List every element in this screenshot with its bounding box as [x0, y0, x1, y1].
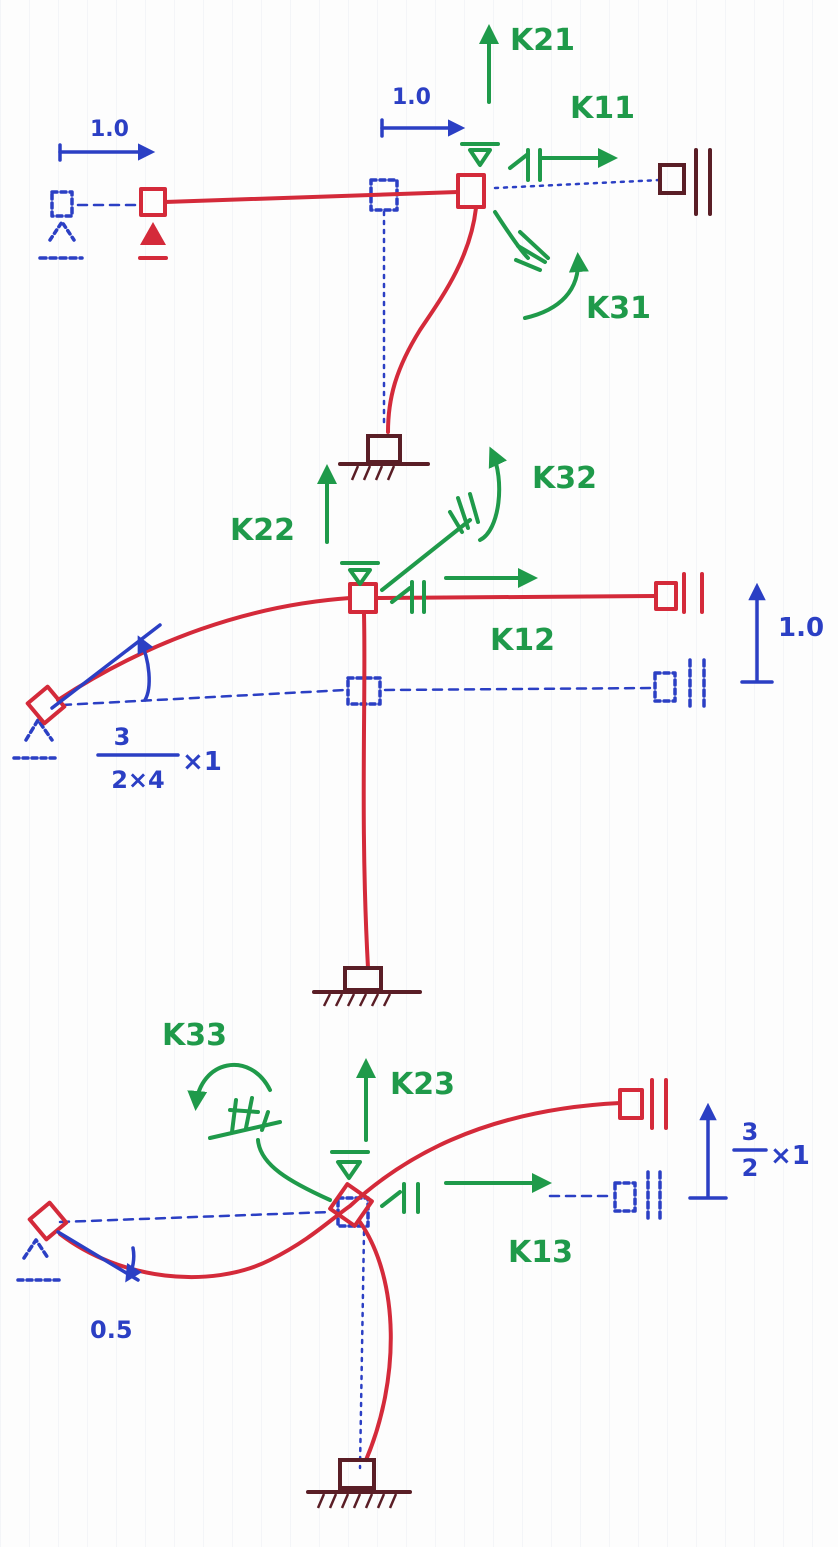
stiffness-coefficients-3: K23 K13 K33 [162, 1018, 573, 1270]
deformed-shape-1 [138, 173, 486, 434]
rotation-multiplier: ×1 [182, 747, 222, 777]
panel-case-3: 0.5 3 2 ×1 K23 K13 K33 [16, 1018, 810, 1509]
rotation-annotation-3: 0.5 [56, 1230, 142, 1344]
k23-label: K23 [390, 1067, 455, 1102]
k12-label: K12 [490, 623, 555, 658]
deformed-shape-3 [27, 1078, 668, 1462]
rotation-numerator: 3 [114, 723, 131, 751]
disp-multiplier: ×1 [770, 1141, 810, 1171]
unit-displacement-1: 1.0 1.0 [58, 85, 466, 162]
disp-denominator: 2 [742, 1154, 759, 1182]
k31-label: K31 [586, 291, 651, 326]
supports-1 [338, 148, 712, 481]
k33-label: K33 [162, 1018, 227, 1053]
supports-3 [306, 1458, 412, 1509]
panel-case-1: 1.0 1.0 K21 K11 K31 [38, 23, 712, 481]
stiffness-coefficients-2: K22 K12 K32 [230, 446, 597, 658]
rotation-annotation-2: 3 2×4 ×1 [50, 623, 222, 794]
lateral-displacement-3: 3 2 ×1 [688, 1102, 810, 1200]
unit-displacement-2: 1.0 [740, 582, 824, 684]
reference-geometry-1 [38, 178, 662, 430]
rotation-denominator: 2×4 [111, 766, 165, 794]
k22-label: K22 [230, 513, 295, 548]
k13-label: K13 [508, 1235, 573, 1270]
unit-disp-label-b: 1.0 [392, 85, 431, 110]
panel-case-2: 3 2×4 ×1 1.0 K22 K12 K32 [12, 446, 824, 1007]
k11-label: K11 [570, 91, 635, 126]
k32-label: K32 [532, 461, 597, 496]
stiffness-coefficients-1: K21 K11 K31 [460, 23, 651, 326]
unit-disp-label-a: 1.0 [90, 117, 129, 142]
supports-2 [312, 966, 422, 1007]
disp-numerator: 3 [742, 1118, 759, 1146]
unit-disp-label-2: 1.0 [778, 613, 824, 643]
reference-geometry-2 [12, 658, 706, 760]
rotation-value: 0.5 [90, 1316, 133, 1344]
k21-label: K21 [510, 23, 575, 58]
